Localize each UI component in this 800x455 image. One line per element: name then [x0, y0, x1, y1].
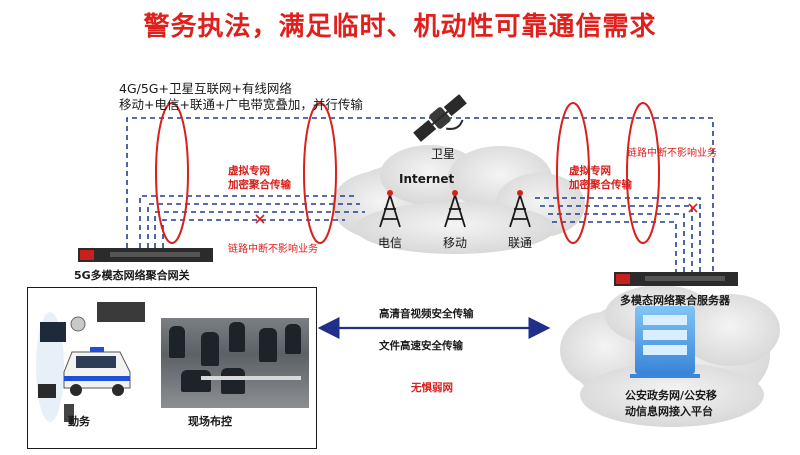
scene-label: 现场布控: [188, 415, 232, 428]
internet-label: Internet: [399, 172, 455, 186]
tower-icon-telecom: [379, 190, 401, 228]
video-transfer-label: 高清音视频安全传输: [379, 308, 474, 320]
platform-label-line1: 公安政务网/公安移: [625, 389, 718, 402]
monitor-icon: [40, 322, 66, 342]
link-failure-note-left: 链路中断不影响业务: [228, 244, 318, 255]
link-failure-note-right: 链路中断不影响业务: [627, 148, 717, 159]
handset-icon: [64, 404, 74, 422]
vpn-label-right-line1: 虚拟专网: [569, 165, 611, 177]
duty-label: 勤务: [68, 415, 90, 428]
vpn-label-left-line2: 加密聚合传输: [228, 179, 291, 191]
server-device-icon: [614, 272, 738, 286]
network-note-line2: 移动+电信+联通+广电带宽叠加，并行传输: [119, 97, 363, 112]
gateway-label: 5G多模态网络聚合网关: [74, 269, 190, 282]
platform-label-line2: 动信息网接入平台: [625, 405, 713, 418]
gateway-device-icon: [78, 248, 213, 262]
satellite-icon: [413, 94, 467, 142]
server-stack-icon: [630, 306, 700, 378]
carrier-label-mobile: 移动: [443, 236, 468, 250]
camera-icon: [70, 316, 86, 332]
tower-icon-unicom: [509, 190, 531, 228]
file-transfer-label: 文件高速安全传输: [379, 340, 463, 352]
internet-cloud: [332, 145, 585, 254]
link-break-marks: [255, 203, 698, 224]
drone-icon: [38, 384, 56, 398]
weak-network-label: 无惧弱网: [411, 382, 453, 394]
tower-icon-mobile: [444, 190, 466, 228]
server-label: 多模态网络聚合服务器: [620, 294, 730, 307]
police-car-icon: [63, 347, 131, 396]
dashed-links: [126, 117, 714, 272]
page-title: 警务执法，满足临时、机动性可靠通信需求: [143, 12, 657, 42]
carrier-label-telecom: 电信: [378, 236, 403, 250]
network-note-line1: 4G/5G+卫星互联网+有线网络: [119, 81, 292, 96]
vpn-label-left-line1: 虚拟专网: [228, 165, 270, 177]
device-icon: [97, 302, 145, 322]
duty-devices-illustration: [36, 302, 145, 422]
satellite-label: 卫星: [431, 147, 456, 161]
bundle-ellipses: [155, 102, 660, 244]
vpn-label-right-line2: 加密聚合传输: [569, 179, 632, 191]
carrier-label-unicom: 联通: [508, 236, 533, 250]
scene-photo: [161, 318, 309, 408]
